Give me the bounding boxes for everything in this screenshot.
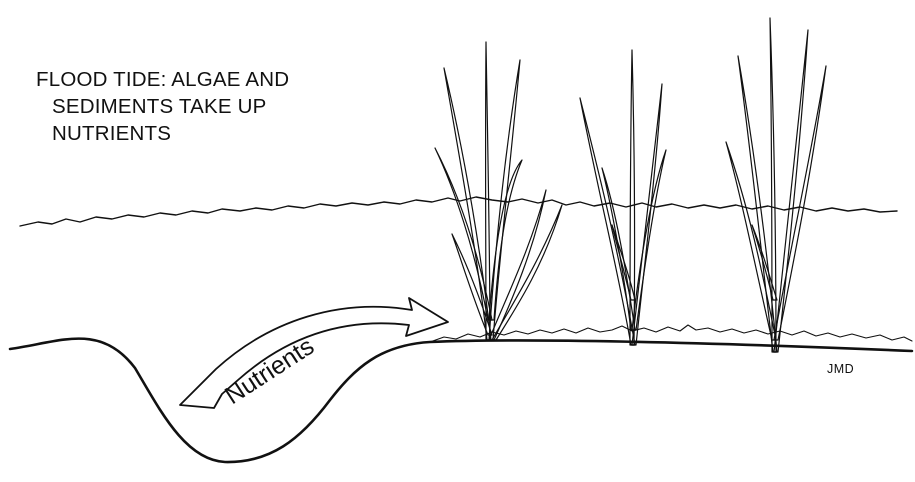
grass-plant-1: [435, 42, 562, 340]
grass-blade: [489, 190, 546, 340]
nutrients-arrow-label: Nutrients: [220, 332, 319, 410]
grass-blade: [770, 18, 776, 352]
grass-blade: [435, 148, 492, 320]
grass-blade: [580, 98, 635, 345]
grass-plant-3: [726, 18, 826, 352]
grass-plant-2: [580, 50, 666, 345]
ground-profile: [10, 339, 912, 462]
grass-blade: [632, 84, 662, 345]
nutrients-arrow: Nutrients: [180, 298, 448, 410]
artist-signature: JMD: [827, 362, 854, 376]
